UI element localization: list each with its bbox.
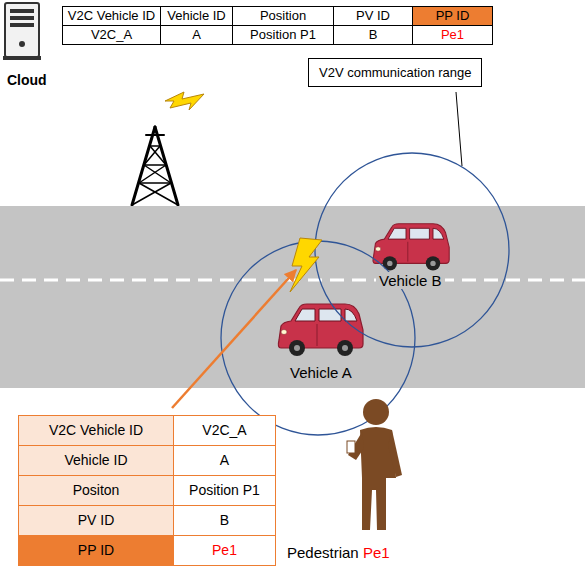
message-arrow: [172, 270, 296, 408]
vehicle-label: Vehicle B: [376, 272, 445, 289]
table-cell: Pe1: [412, 25, 493, 45]
table-cell: B: [333, 25, 413, 45]
callout-text: V2V communication range: [319, 65, 471, 80]
table-cell: V2C Vehicle ID: [18, 415, 174, 446]
table-cell: PV ID: [18, 505, 174, 536]
table-cell: Position P1: [173, 475, 276, 506]
antenna-tower: [132, 127, 178, 205]
lightning-bolt: [290, 238, 322, 292]
table-cell: V2C_A: [173, 415, 276, 446]
range-circle-a: [221, 241, 415, 435]
range-circle-b: [315, 153, 509, 347]
pedestrian-label: Pedestrian: [287, 544, 359, 561]
table-cell: V2C_A: [62, 25, 161, 45]
range-callout: V2V communication range: [308, 58, 482, 87]
table-cell: Vehicle ID: [18, 445, 174, 476]
table-cell: PV ID: [333, 6, 413, 26]
table-cell: Position P1: [232, 25, 334, 45]
vehicle-label: Vehicle A: [287, 364, 355, 381]
table-cell: B: [173, 505, 276, 536]
table-cell: Vehicle ID: [160, 6, 233, 26]
server-icon: [3, 3, 41, 60]
vehicle-b-car: [373, 224, 449, 271]
table-cell: PP ID: [412, 6, 493, 26]
table-cell: A: [173, 445, 276, 476]
vehicle-a-car: [278, 304, 363, 356]
leader-line: [456, 92, 462, 166]
table-cell: A: [160, 25, 233, 45]
lightning-bolt: [165, 92, 204, 110]
lane-marking: [0, 279, 585, 282]
table-cell: V2C Vehicle ID: [62, 6, 161, 26]
table-cell: PP ID: [18, 535, 174, 566]
pedestrian-id: Pe1: [363, 544, 390, 561]
cloud-label: Cloud: [7, 72, 47, 88]
table-cell: Pe1: [173, 535, 276, 566]
table-cell: Position: [232, 6, 334, 26]
table-cell: Positon: [18, 475, 174, 506]
pedestrian-figure: [347, 399, 402, 530]
